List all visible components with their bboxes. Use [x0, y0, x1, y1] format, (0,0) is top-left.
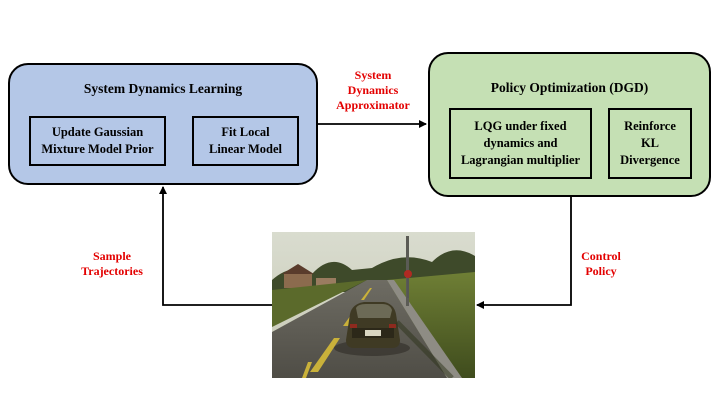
arrow-control-policy [476, 197, 572, 309]
policy-optimization-block [428, 52, 711, 197]
lqg-fixed-dynamics-box: LQG under fixed dynamics and Lagrangian … [449, 108, 592, 179]
system-dynamics-approximator-label: System Dynamics Approximator [336, 68, 410, 112]
driving-simulator-image [272, 232, 475, 378]
control-policy-label: Control Policy [581, 249, 621, 278]
sample-trajectories-label: Sample Trajectories [81, 249, 143, 278]
fit-local-linear-model-box: Fit Local Linear Model [192, 116, 299, 166]
policy-optimization-title: Policy Optimization (DGD) [490, 80, 649, 95]
update-gmm-prior-box: Update Gaussian Mixture Model Prior [29, 116, 166, 166]
arrow-sample-trajectories [159, 186, 272, 306]
reinforce-kl-divergence-box: Reinforce KL Divergence [608, 108, 692, 179]
system-dynamics-learning-title: System Dynamics Learning [83, 81, 243, 96]
